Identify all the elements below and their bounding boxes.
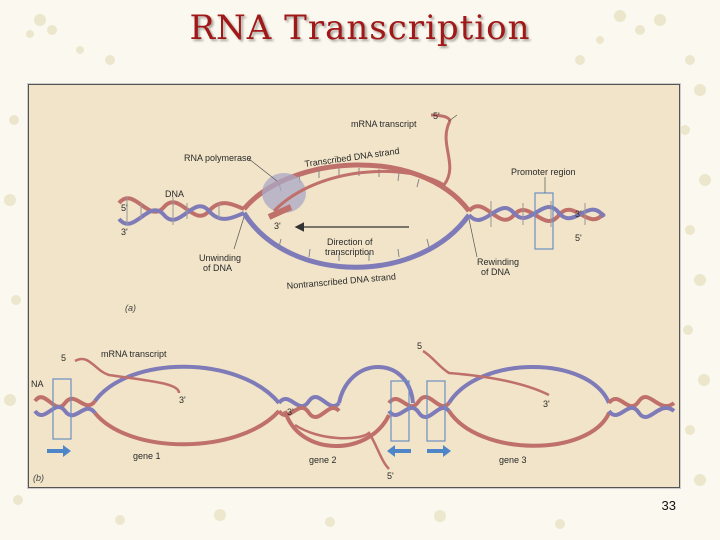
label-direction-line2: transcription: [325, 247, 374, 257]
label-left-3prime-a: 3': [121, 227, 128, 237]
promoter-box-2: [390, 380, 410, 442]
nontranscribed-strand: [241, 211, 472, 270]
label-5prime-mrna-a: 5': [433, 111, 440, 121]
label-rewinding-line2: of DNA: [481, 267, 510, 277]
label-panel-a: (a): [125, 303, 136, 313]
helix-segment-1: [33, 395, 97, 418]
label-rna-polymerase: RNA polymerase: [184, 153, 252, 163]
label-promoter-region: Promoter region: [511, 167, 576, 177]
helix-segment-3: [387, 395, 451, 419]
helix-segment-4: [607, 395, 676, 419]
promoter-box: [534, 192, 554, 250]
mrna-transcript-2: [294, 423, 390, 470]
label-panel-b: (b): [33, 473, 44, 483]
label-middle-3prime-a: 3': [274, 221, 281, 231]
label-gene2: gene 2: [309, 455, 337, 465]
label-left-5prime-a: 5': [121, 203, 128, 213]
label-mrna-transcript-b: mRNA transcript: [101, 349, 167, 359]
slide-title: RNA Transcription: [189, 8, 531, 48]
promoter-box-3: [426, 380, 446, 442]
label-3prime-b-a: 3': [179, 395, 186, 405]
label-rewinding-line1: Rewinding: [477, 257, 519, 267]
label-3prime-b-b: 3': [287, 407, 294, 417]
label-5-top-b: 5: [417, 341, 422, 351]
gene3-direction-arrow: [427, 445, 451, 457]
label-mrna-transcript-a: mRNA transcript: [351, 119, 417, 129]
rna-polymerase-shape: [262, 173, 306, 213]
label-unwinding-line2: of DNA: [203, 263, 232, 273]
transcription-figure: mRNA transcript 5' RNA polymerase Transc…: [28, 84, 680, 488]
label-5-left-b: 5: [61, 353, 66, 363]
page-number: 33: [661, 498, 676, 513]
promoter-box-1: [52, 378, 72, 440]
gene2-direction-arrow: [387, 445, 411, 457]
panel-a: mRNA transcript 5' RNA polymerase Transc…: [117, 111, 606, 313]
mrna-transcript-strand: [272, 113, 452, 213]
label-gene3: gene 3: [499, 455, 527, 465]
label-nontranscribed-strand: Nontranscribed DNA strand: [286, 271, 396, 291]
label-dna-b: NA: [31, 379, 44, 389]
label-5prime-bottom-b: 5': [387, 471, 394, 481]
left-helix: [117, 196, 245, 226]
gene1-direction-arrow: [47, 445, 71, 457]
label-right-3prime-a: 3': [575, 209, 582, 219]
label-unwinding-line1: Unwinding: [199, 253, 241, 263]
label-3prime-right-b: 3': [543, 399, 550, 409]
mrna-transcript-3: [422, 349, 550, 397]
label-direction-line1: Direction of: [327, 237, 373, 247]
label-right-5prime-a: 5': [575, 233, 582, 243]
label-dna-a: DNA: [165, 189, 184, 199]
mrna-transcript-1: [74, 357, 181, 394]
panel-b: 5 mRNA transcript NA 3' 3' 5 3' 5' gene …: [31, 341, 676, 483]
right-helix: [467, 201, 606, 227]
transcription-diagram: mRNA transcript 5' RNA polymerase Transc…: [31, 111, 676, 483]
label-gene1: gene 1: [133, 451, 161, 461]
